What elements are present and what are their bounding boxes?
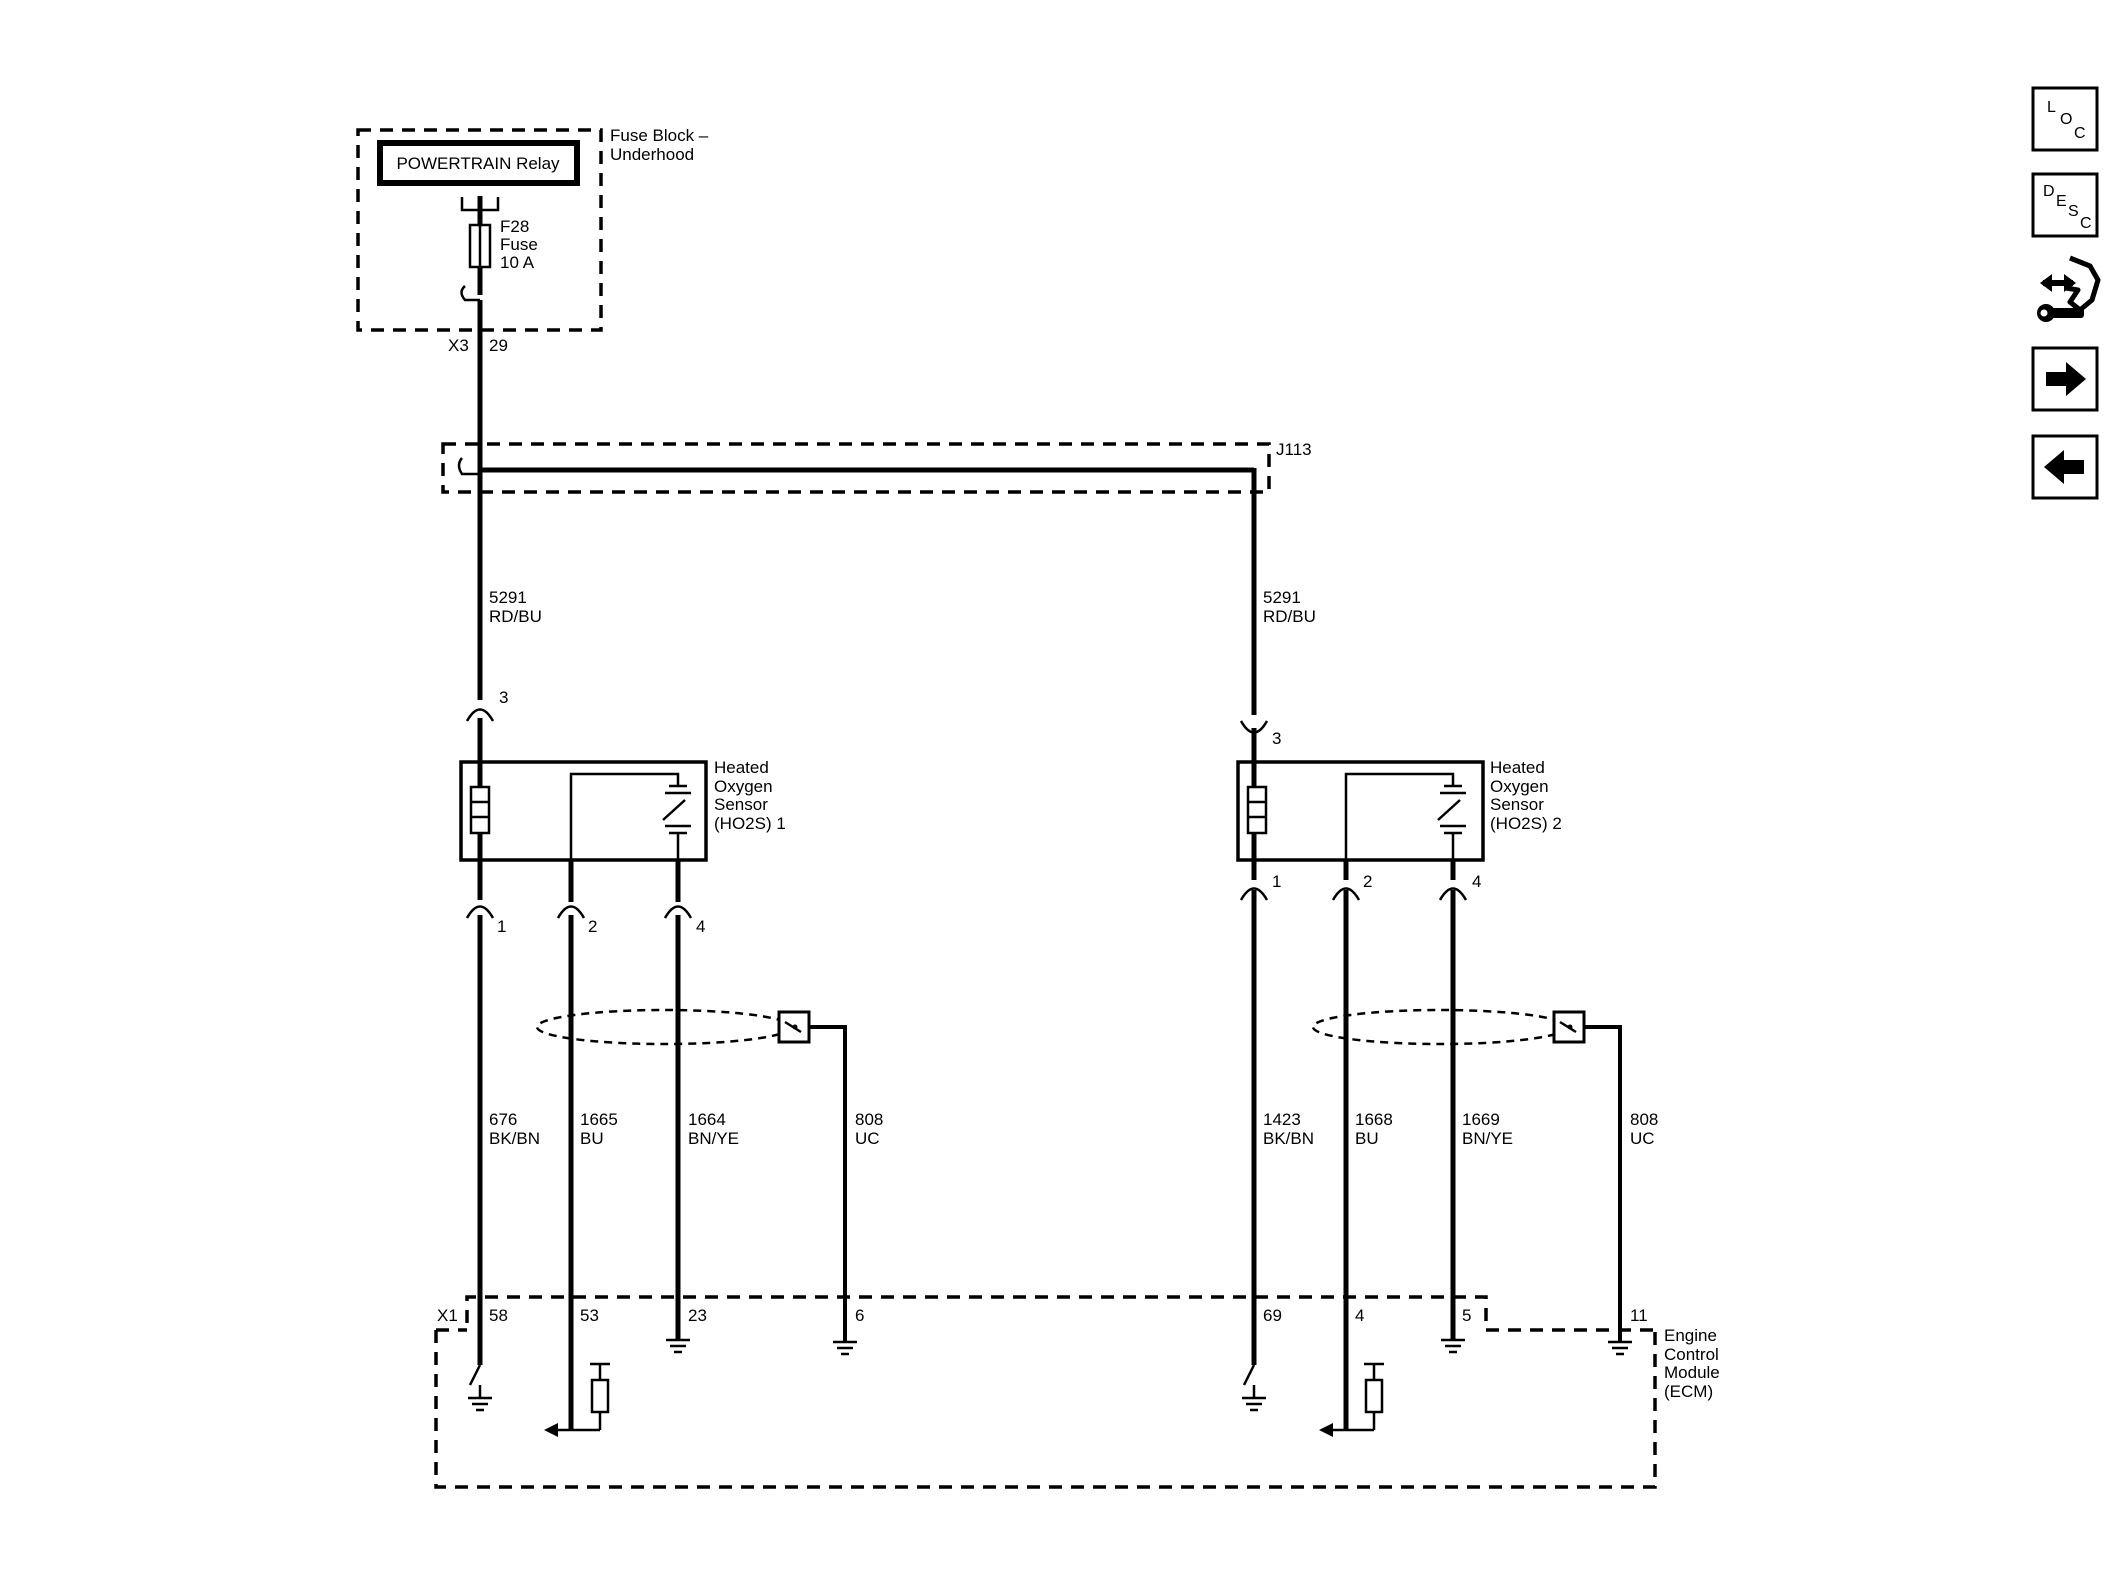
ecm-name-3: Module	[1664, 1363, 1720, 1382]
s1-circuit-4-num: 808	[855, 1110, 883, 1129]
s1-circuit-3-num: 1664	[688, 1110, 726, 1129]
desc-letter-1: D	[2043, 183, 2055, 200]
s1-circuit-4-color: UC	[855, 1129, 880, 1148]
s2-supply-pin: 3	[1272, 729, 1281, 748]
connector-tool-button[interactable]	[2037, 255, 2101, 322]
s1-name-4: (HO2S) 1	[714, 814, 786, 833]
fuse-pin-label: 29	[489, 336, 508, 355]
next-button[interactable]	[2031, 346, 2099, 412]
ecm-pin-53: 53	[580, 1306, 599, 1325]
s2-supply-color: RD/BU	[1263, 607, 1316, 626]
s1-name-3: Sensor	[714, 795, 768, 814]
fuse-block-title-2: Underhood	[610, 145, 694, 164]
sensor-2-group: 5291 RD/BU 3 Heated Oxygen Sensor (HO2S)…	[1236, 588, 1658, 1430]
s2-pin-2: 2	[1363, 872, 1372, 891]
ecm-pin-5: 5	[1462, 1306, 1471, 1325]
ecm-pin-11: 11	[1630, 1306, 1648, 1325]
arrow-right-icon	[2046, 362, 2086, 396]
s2-circuit-1-color: BK/BN	[1263, 1129, 1314, 1148]
s2-name-4: (HO2S) 2	[1490, 814, 1562, 833]
s1-circuit-2-num: 1665	[580, 1110, 618, 1129]
s2-circuit-2-num: 1668	[1355, 1110, 1393, 1129]
splice-label: J113	[1276, 440, 1312, 459]
desc-letter-4: C	[2080, 215, 2092, 232]
fuse-block-title-1: Fuse Block –	[610, 126, 709, 145]
s1-supply-color: RD/BU	[489, 607, 542, 626]
s2-name-1: Heated	[1490, 758, 1545, 777]
ho2s-1	[459, 760, 708, 862]
fuse-type: Fuse	[500, 235, 538, 254]
relay-label: POWERTRAIN Relay	[396, 154, 560, 173]
fuse-block-underhood: Fuse Block – Underhood POWERTRAIN Relay …	[356, 126, 709, 355]
ecm-pin-23: 23	[688, 1306, 707, 1325]
ecm-name-2: Control	[1664, 1345, 1719, 1364]
ecm-pin-6: 6	[855, 1306, 864, 1325]
navigation-panel: L O C D E S C	[2031, 86, 2101, 500]
s1-name-2: Oxygen	[714, 777, 773, 796]
splice-j113: J113	[441, 440, 1312, 715]
fuse-connector-label: X3	[448, 336, 469, 355]
s2-circuit-4-num: 808	[1630, 1110, 1658, 1129]
arrow-left-icon	[2044, 450, 2084, 484]
s1-supply-pin: 3	[499, 688, 508, 707]
desc-letter-3: S	[2068, 203, 2079, 220]
engine-control-module: X1 Engine Control Module (ECM) 58 53 23 …	[434, 1295, 1720, 1489]
ecm-pin-69: 69	[1263, 1306, 1282, 1325]
ecm-pin-4: 4	[1355, 1306, 1364, 1325]
s1-circuit-1-num: 676	[489, 1110, 517, 1129]
s1-supply-circuit: 5291	[489, 588, 527, 607]
s2-circuit-3-color: BN/YE	[1462, 1129, 1513, 1148]
s2-name-3: Sensor	[1490, 795, 1544, 814]
s1-pin-1: 1	[497, 917, 506, 936]
ecm-connector-label: X1	[437, 1306, 458, 1325]
s2-circuit-3-num: 1669	[1462, 1110, 1500, 1129]
ecm-pin-58: 58	[489, 1306, 508, 1325]
s1-name-1: Heated	[714, 758, 769, 777]
previous-button[interactable]	[2031, 434, 2099, 500]
fuse-f28	[468, 223, 492, 269]
s2-circuit-4-color: UC	[1630, 1129, 1655, 1148]
fuse-name: F28	[500, 217, 529, 236]
ecm-name-4: (ECM)	[1664, 1382, 1713, 1401]
powertrain-relay: POWERTRAIN Relay	[377, 140, 580, 186]
s2-pin-4: 4	[1472, 872, 1481, 891]
s1-circuit-1-color: BK/BN	[489, 1129, 540, 1148]
loc-letter-3: C	[2074, 125, 2086, 142]
loc-button[interactable]: L O C	[2031, 86, 2099, 152]
s1-circuit-2-color: BU	[580, 1129, 604, 1148]
ecm-name-1: Engine	[1664, 1326, 1717, 1345]
desc-button[interactable]: D E S C	[2031, 172, 2099, 238]
ho2s-2	[1236, 760, 1485, 862]
desc-letter-2: E	[2056, 193, 2067, 210]
loc-icon	[2033, 88, 2097, 150]
fuse-rating: 10 A	[500, 253, 535, 272]
s1-circuit-3-color: BN/YE	[688, 1129, 739, 1148]
s2-pin-1: 1	[1272, 872, 1281, 891]
loc-letter-2: O	[2060, 111, 2072, 128]
s2-circuit-1-num: 1423	[1263, 1110, 1301, 1129]
connector-tool-icon	[2037, 255, 2101, 322]
loc-letter-1: L	[2047, 99, 2056, 116]
s2-name-2: Oxygen	[1490, 777, 1549, 796]
sensor-1-group: 5291 RD/BU 3 Heated Oxygen Sensor (HO2S)	[459, 470, 883, 1430]
s2-circuit-2-color: BU	[1355, 1129, 1379, 1148]
s1-pin-4: 4	[696, 917, 705, 936]
s1-pin-2: 2	[588, 917, 597, 936]
s2-supply-circuit: 5291	[1263, 588, 1301, 607]
desc-icon	[2033, 174, 2097, 236]
